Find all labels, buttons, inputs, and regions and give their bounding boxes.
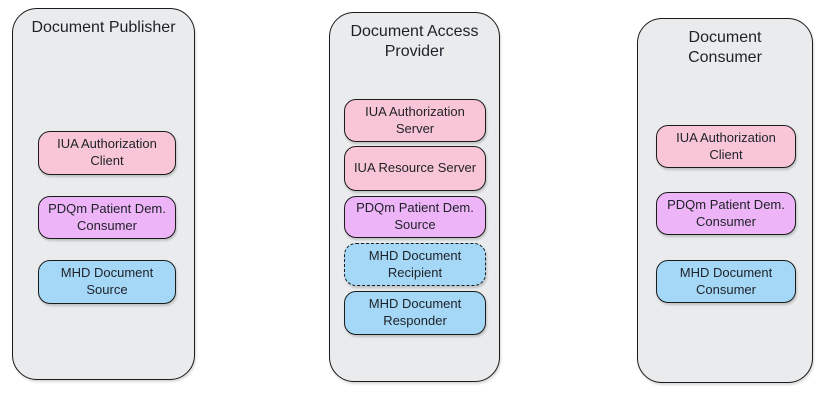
actor-pdqm-patient-dem-consumer: PDQm Patient Dem. Consumer [38, 196, 176, 239]
container-document-consumer: Document Consumer IUA Authorization Clie… [637, 18, 813, 383]
actor-iua-resource-server: IUA Resource Server [344, 146, 486, 191]
container-title: Document Consumer [638, 19, 812, 68]
container-title-text: Document Publisher [31, 19, 176, 36]
actor-label: MHD Document Recipient [368, 247, 462, 280]
actor-label: IUA Resource Server [353, 160, 477, 176]
actor-label: PDQm Patient Dem. Consumer [48, 200, 166, 233]
container-title-text: Document Consumer [688, 29, 762, 66]
container-title-text: Document Access Provider [350, 23, 479, 60]
container-title: Document Publisher [13, 9, 194, 38]
actor-mhd-document-consumer: MHD Document Consumer [656, 260, 796, 303]
actor-iua-authorization-client: IUA Authorization Client [656, 125, 796, 168]
actor-label: IUA Authorization Client [676, 129, 776, 162]
actor-label: IUA Authorization Client [57, 136, 157, 168]
actor-mhd-document-responder: MHD Document Responder [344, 291, 486, 335]
actor-pdqm-patient-dem-consumer: PDQm Patient Dem. Consumer [656, 192, 796, 235]
actor-mhd-document-source: MHD Document Source [38, 260, 176, 304]
container-document-publisher: Document Publisher IUA Authorization Cli… [12, 8, 195, 380]
actor-iua-authorization-client: IUA Authorization Client [38, 131, 176, 175]
actor-label: IUA Authorization Server [365, 103, 465, 136]
actor-iua-authorization-server: IUA Authorization Server [344, 99, 486, 142]
container-title: Document Access Provider [330, 13, 499, 62]
actor-label: PDQm Patient Dem. Consumer [667, 196, 785, 229]
actor-label: MHD Document Consumer [679, 264, 773, 297]
actor-label: PDQm Patient Dem. Source [356, 200, 474, 232]
actor-pdqm-patient-dem-source: PDQm Patient Dem. Source [344, 196, 486, 238]
container-document-access-provider: Document Access Provider IUA Authorizati… [329, 12, 500, 382]
actor-label: MHD Document Responder [368, 296, 462, 328]
actor-mhd-document-recipient: MHD Document Recipient [344, 243, 486, 286]
actor-label: MHD Document Source [60, 265, 154, 297]
